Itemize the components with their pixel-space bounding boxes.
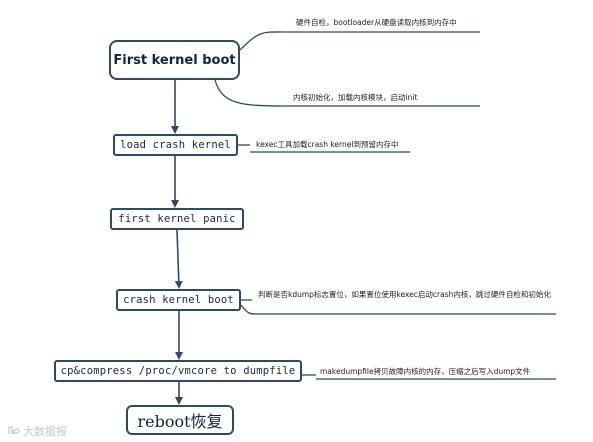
watermark-text: 大数据报 xyxy=(23,425,67,438)
note-line-hardware-check xyxy=(239,31,480,51)
note-line-kdump-under xyxy=(240,304,556,315)
note-kdump-check: 判断是否kdump标志置位，如果置位使用kexec启动crash内核，跳过硬件自… xyxy=(258,290,551,299)
node-crash-kernel-boot: crash kernel boot xyxy=(116,289,241,311)
node-first-kernel-panic: first kernel panic xyxy=(110,208,244,230)
note-kernel-init: 内核初始化，加载内核模块，启动init xyxy=(293,93,418,102)
note-hardware-check: 硬件自检，bootloader从硬盘读取内核到内存中 xyxy=(296,18,457,27)
node-load-crash-kernel: load crash kernel xyxy=(113,134,238,156)
node-first-kernel-boot: First kernel boot xyxy=(109,40,240,80)
note-line-kernel-init xyxy=(214,79,480,107)
note-makedumpfile: makedumpfile拷贝故障内核的内存，压缩之后写入dump文件 xyxy=(320,367,531,376)
logo-icon xyxy=(8,425,20,438)
node-reboot: reboot恢复 xyxy=(126,405,234,435)
arrow-panic-to-crash xyxy=(174,229,183,289)
note-kexec-load: kexec工具加载crash kernel到预留内存中 xyxy=(256,140,399,149)
watermark: 大数据报 xyxy=(8,423,67,439)
node-cp-compress: cp&compress /proc/vmcore to dumpfile xyxy=(54,360,302,382)
